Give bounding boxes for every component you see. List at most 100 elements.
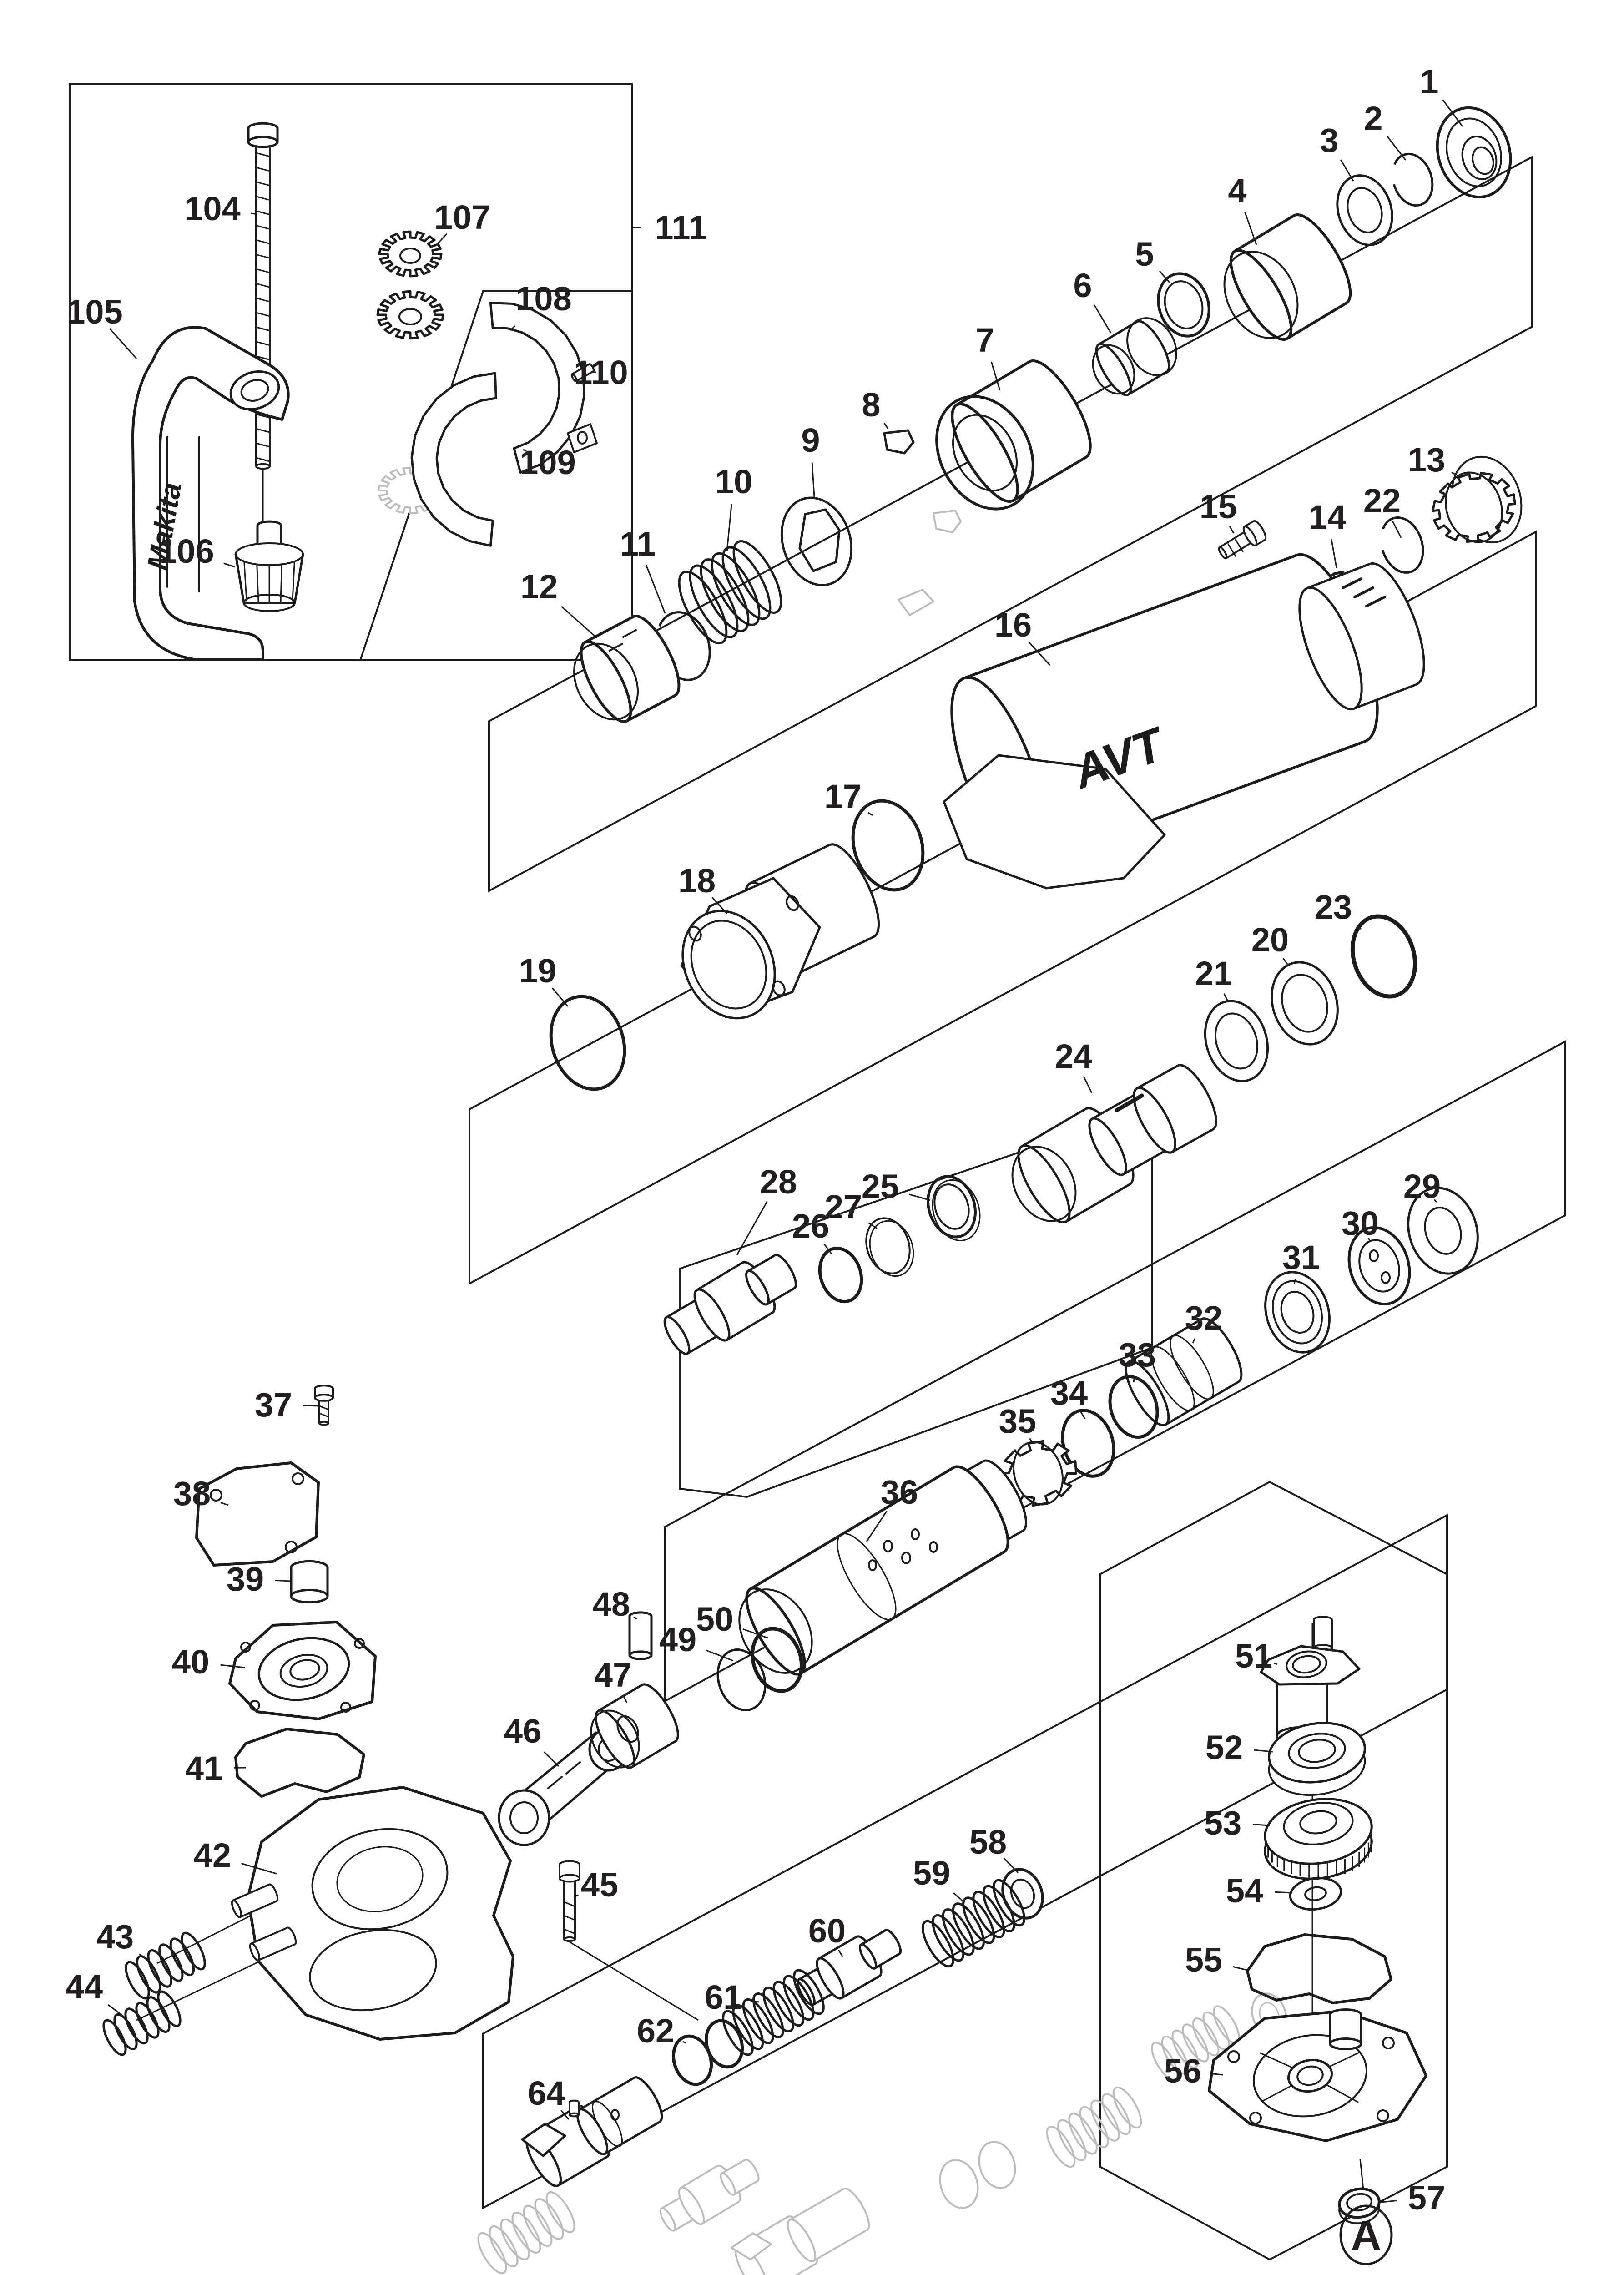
leader-line-10 — [726, 504, 732, 552]
leader-line-29 — [1433, 1199, 1437, 1203]
part-54 — [1289, 1876, 1342, 1911]
part-label-21: 21 — [1195, 955, 1232, 992]
part-label-110: 110 — [574, 354, 628, 391]
part-label-64: 64 — [528, 2074, 565, 2112]
leader-line-45 — [575, 1894, 579, 1897]
leader-line-34 — [1080, 1411, 1086, 1419]
leader-line-40 — [220, 1664, 245, 1668]
part-57 — [1338, 2187, 1381, 2224]
leader-line-12 — [561, 606, 597, 639]
part-label-25: 25 — [862, 1168, 899, 1205]
part-64 — [521, 2076, 663, 2187]
part-51 — [1260, 1616, 1361, 1756]
leader-line-105 — [109, 328, 137, 359]
leader-line-1 — [1442, 99, 1463, 127]
part-45 — [559, 1860, 580, 1942]
leader-line-27 — [868, 1222, 878, 1229]
leader-line-26 — [823, 1244, 832, 1254]
part-label-24: 24 — [1055, 1037, 1092, 1075]
part-39 — [290, 1560, 329, 1604]
part-label-14: 14 — [1309, 498, 1346, 536]
leader-line-8 — [883, 423, 889, 429]
leader-line-62 — [682, 2041, 686, 2044]
leader-line-17 — [867, 812, 873, 816]
labels-layer: 1234567891011121314151617181920212223242… — [66, 63, 1463, 2217]
part-107 — [378, 230, 443, 278]
part-label-46: 46 — [504, 1712, 541, 1750]
part-36 — [738, 1459, 1028, 1676]
axis-line — [569, 1941, 699, 2021]
part-label-22: 22 — [1363, 482, 1401, 520]
part-label-31: 31 — [1282, 1239, 1320, 1276]
leader-line-64 — [560, 2110, 570, 2120]
part-label-19: 19 — [519, 952, 556, 990]
leader-line-58 — [1003, 1857, 1019, 1874]
part-label-109: 109 — [519, 444, 575, 481]
part-10 — [678, 540, 782, 645]
detail-marker-letter: A — [1351, 2212, 1381, 2259]
leader-line-23 — [1356, 925, 1362, 930]
leader-line-14 — [1331, 539, 1337, 568]
part-40 — [228, 1621, 377, 1720]
part-56 — [1208, 2008, 1427, 2142]
part-label-26: 26 — [792, 1207, 829, 1245]
part-label-39: 39 — [227, 1560, 264, 1598]
part-31 — [1264, 1271, 1331, 1354]
part-label-45: 45 — [581, 1866, 618, 1904]
part-label-3: 3 — [1320, 121, 1338, 159]
part-label-35: 35 — [999, 1402, 1036, 1440]
part-label-6: 6 — [1073, 267, 1092, 304]
leader-line-42 — [241, 1862, 277, 1875]
leader-line-51 — [1273, 1662, 1278, 1665]
leader-line-32 — [1192, 1338, 1195, 1344]
part-7 — [935, 359, 1092, 511]
part-label-36: 36 — [881, 1473, 918, 1511]
leader-line-21 — [1223, 993, 1229, 1002]
part-28 — [663, 1254, 797, 1355]
part-label-17: 17 — [824, 778, 862, 815]
part-30 — [1347, 1226, 1411, 1306]
part-label-57: 57 — [1408, 2179, 1445, 2217]
leader-line-11 — [645, 565, 666, 614]
detail-marker-circle — [1339, 2204, 1393, 2265]
part-label-42: 42 — [194, 1836, 231, 1874]
leader-line-104 — [251, 212, 255, 215]
leader-line-13 — [1451, 471, 1455, 475]
part-label-54: 54 — [1226, 1872, 1263, 1910]
part-23 — [1350, 914, 1417, 999]
leader-line-2 — [1387, 136, 1407, 161]
part-19 — [549, 995, 626, 1091]
part-label-106: 106 — [158, 532, 214, 570]
part-label-20: 20 — [1251, 921, 1289, 959]
part-label-30: 30 — [1342, 1204, 1379, 1242]
part-6 — [1092, 317, 1177, 396]
part-label-13: 13 — [1408, 441, 1445, 479]
part-label-2: 2 — [1364, 100, 1382, 137]
part-1 — [1436, 106, 1512, 199]
leader-line-18 — [711, 897, 728, 915]
part-label-58: 58 — [969, 1823, 1007, 1861]
leader-line-106 — [223, 562, 235, 568]
leader-line-107 — [435, 233, 448, 247]
leader-line-35 — [1029, 1438, 1033, 1442]
part-label-111: 111 — [655, 209, 707, 247]
part-label-1: 1 — [1420, 63, 1438, 101]
group-box-8 — [1099, 1481, 1448, 2261]
leader-line-54 — [1274, 1891, 1291, 1894]
part-37 — [314, 1385, 334, 1426]
leader-line-59 — [953, 1892, 964, 1903]
leader-line-5 — [1159, 270, 1171, 283]
part-61 — [722, 1969, 825, 2056]
part-44 — [102, 1990, 182, 2056]
part-label-104: 104 — [184, 190, 240, 228]
part-41 — [234, 1728, 365, 1798]
leader-line-7 — [990, 361, 1001, 391]
group-box-3 — [488, 155, 1533, 893]
part-52 — [1268, 1722, 1366, 1796]
part-label-11: 11 — [620, 525, 656, 563]
leader-line-46 — [543, 1751, 560, 1767]
leader-line-52 — [1254, 1749, 1273, 1753]
part-5 — [1157, 272, 1210, 338]
leader-line-50 — [742, 1628, 768, 1639]
